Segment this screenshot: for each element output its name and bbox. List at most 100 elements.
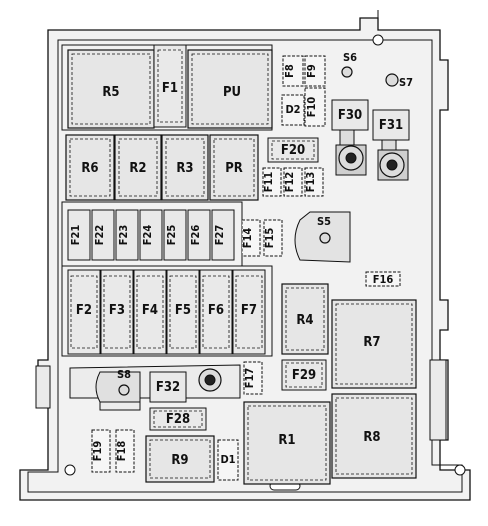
label-f20: F20: [281, 143, 305, 158]
label-f14: F14: [241, 228, 254, 249]
relay-r1-inner: [247, 405, 327, 481]
label-f28: F28: [166, 412, 190, 427]
fuse-f14: [241, 219, 261, 257]
fuse-f1-inner: [157, 49, 183, 123]
fuse-f17: [243, 361, 263, 395]
label-f12: F12: [283, 172, 296, 193]
label-f23: F23: [117, 225, 130, 246]
stud-center-left: [345, 152, 357, 164]
fuse-f9: [304, 55, 326, 87]
label-r2: R2: [129, 161, 146, 176]
label-f4: F4: [142, 303, 158, 318]
fuse-f7: [232, 269, 266, 355]
label-f11: F11: [262, 172, 275, 193]
relay-r1: [243, 401, 331, 485]
fuse-f21: [67, 209, 91, 261]
diode-d2: [281, 94, 305, 126]
fuse-f28: [149, 407, 207, 431]
fuse-f22: [91, 209, 115, 261]
stud-s5: [319, 232, 331, 244]
relay-r4: [281, 283, 329, 355]
label-f32: F32: [156, 380, 180, 395]
relay-r3: [161, 134, 209, 201]
relay-pr-inner: [213, 138, 255, 197]
mounting-hole-bottom-right: [454, 464, 466, 476]
label-f8: F8: [283, 64, 296, 78]
fuse-f31: [372, 109, 410, 141]
fuse-f30: [331, 99, 369, 131]
label-f9: F9: [305, 64, 318, 78]
fuse-f32: [149, 371, 187, 403]
fuse-f16: [365, 271, 401, 287]
fuse-f24: [139, 209, 163, 261]
fuse-f3: [100, 269, 134, 355]
label-d2: D2: [285, 103, 300, 116]
label-f25: F25: [165, 225, 178, 246]
diode-d1: [217, 439, 239, 481]
left-bracket: [35, 365, 51, 409]
mounting-hole-bottom-left: [64, 464, 76, 476]
fuse-f25: [163, 209, 187, 261]
fuse-f6-inner: [202, 275, 230, 349]
label-s5: S5: [317, 215, 331, 228]
label-f16: F16: [373, 273, 394, 286]
relay-r7-inner: [335, 303, 413, 385]
relay-pu-inner: [191, 53, 269, 125]
housing-inner-edge: [27, 39, 463, 493]
relay-r6: [65, 134, 115, 201]
label-s8: S8: [117, 368, 131, 381]
fuse-f26: [187, 209, 211, 261]
fuse-f7-inner: [235, 275, 263, 349]
label-f13: F13: [304, 172, 317, 193]
label-f2: F2: [76, 303, 92, 318]
label-r5: R5: [102, 85, 119, 100]
relay-r8-inner: [335, 397, 413, 475]
fuse-f20-inner: [271, 140, 315, 160]
fuse-f18: [115, 429, 135, 473]
label-s7: S7: [399, 76, 413, 89]
relay-r9-inner: [149, 439, 211, 479]
fuse-f5: [166, 269, 200, 355]
label-f21: F21: [69, 225, 82, 246]
label-f7: F7: [241, 303, 257, 318]
relay-r2-inner: [118, 138, 158, 197]
relay-r9: [145, 435, 215, 483]
label-f15: F15: [263, 228, 276, 249]
label-f31: F31: [379, 118, 403, 133]
fuse-f29: [281, 359, 327, 391]
fuse-f19: [91, 429, 111, 473]
relay-r3-inner: [165, 138, 205, 197]
fuse-f4-inner: [136, 275, 164, 349]
label-f6: F6: [208, 303, 224, 318]
fuse-f29-inner: [285, 362, 323, 388]
relay-pu: [187, 49, 273, 129]
stud-center-lower: [204, 374, 216, 386]
label-r7: R7: [363, 335, 380, 350]
fuse-f5-inner: [169, 275, 197, 349]
terminal-s8-body: [95, 371, 141, 403]
relay-r7: [331, 299, 417, 389]
fuse-f4: [133, 269, 167, 355]
label-f24: F24: [141, 225, 154, 246]
label-d1: D1: [220, 453, 235, 466]
fuse-f11: [262, 167, 282, 197]
fuse-f3-inner: [103, 275, 131, 349]
fuse-f2: [67, 269, 101, 355]
label-f22: F22: [93, 225, 106, 246]
label-r6: R6: [81, 161, 98, 176]
right-bracket: [429, 359, 447, 441]
fuse-f10: [304, 87, 326, 127]
relay-r6-inner: [69, 138, 111, 197]
label-r8: R8: [363, 430, 380, 445]
stud-center-right: [386, 159, 398, 171]
stud-s8: [118, 384, 130, 396]
label-f27: F27: [213, 225, 226, 246]
label-f18: F18: [115, 441, 128, 462]
fuse-f6: [199, 269, 233, 355]
relay-r5-inner: [71, 53, 151, 125]
fuse-f13: [304, 167, 324, 197]
fuse-f15: [263, 219, 283, 257]
label-f5: F5: [175, 303, 191, 318]
fuse-f28-inner: [153, 410, 203, 428]
